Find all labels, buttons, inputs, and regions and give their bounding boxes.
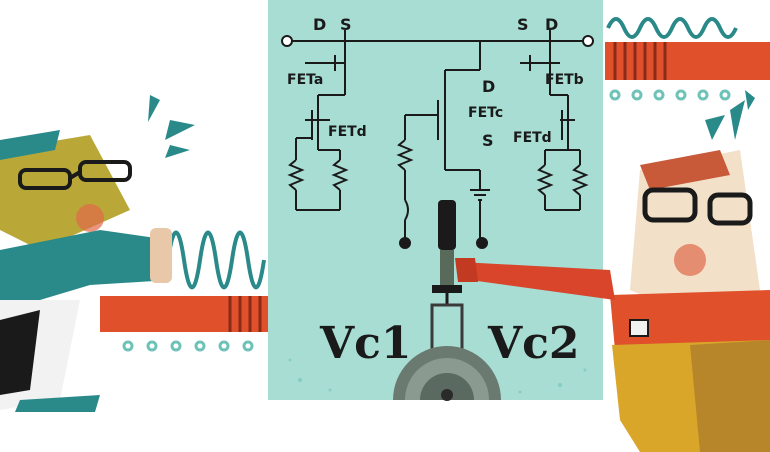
circuit-wiring (281, 30, 594, 249)
label-fetd-right: FETd (513, 130, 552, 146)
dots-top-right (609, 89, 731, 101)
bar-top-right (605, 42, 770, 80)
dots-left (122, 340, 254, 352)
man-character (610, 90, 770, 452)
alarm-lines-left (148, 95, 195, 158)
probe-arm (460, 262, 615, 300)
panel-speckle (288, 358, 587, 394)
bar-left-stripes (228, 296, 262, 332)
label-vc1: Vc1 (319, 318, 412, 369)
label-fetc-d: D (482, 77, 495, 96)
bar-left (100, 296, 268, 332)
label-d-right: D (545, 15, 558, 34)
circuit-panel (268, 0, 603, 400)
wave-top-right (606, 17, 738, 39)
label-vc2: Vc2 (487, 318, 580, 369)
probe-tip (455, 258, 478, 282)
gear-wheel-icon (393, 346, 501, 401)
label-s-left: S (340, 15, 352, 34)
label-s-right: S (517, 15, 529, 34)
bar-top-right-stripes (613, 42, 667, 80)
alarm-lines-right (705, 90, 755, 140)
label-feta: FETa (287, 72, 323, 88)
label-fetd-left: FETd (328, 124, 367, 140)
label-fetc-s: S (482, 131, 494, 150)
label-fetb: FETb (545, 72, 584, 88)
wave-left (166, 230, 266, 290)
woman-character (0, 95, 195, 412)
label-fetc: FETc (468, 105, 503, 121)
label-d-left: D (313, 15, 326, 34)
